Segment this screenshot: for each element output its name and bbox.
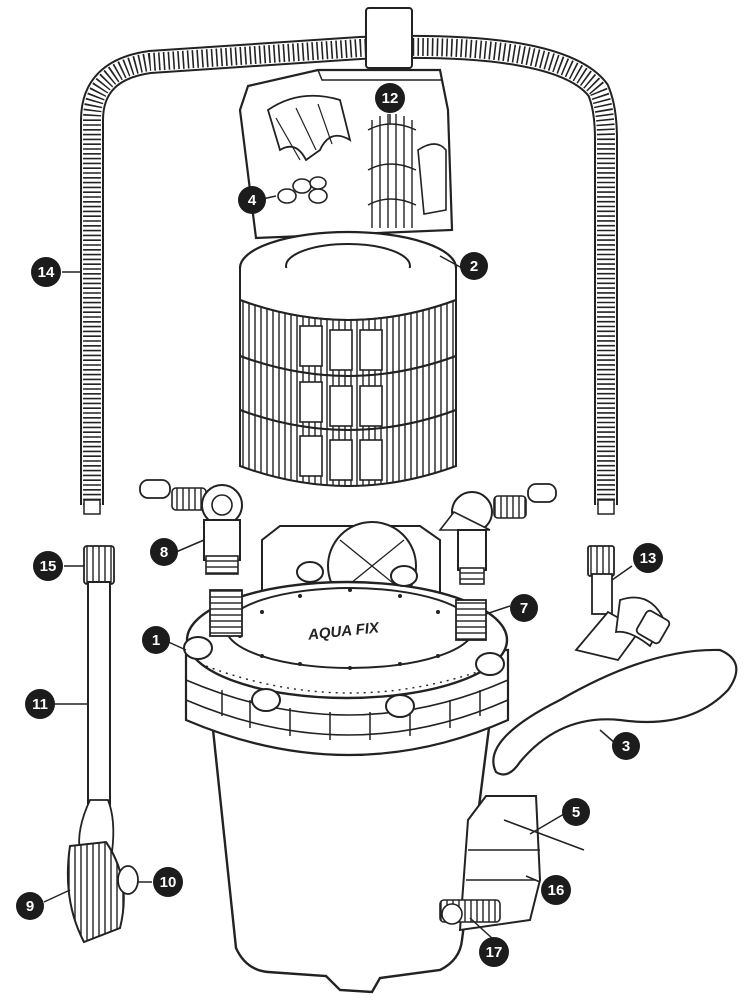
callouts: 1 2 3 4 5 7 8 9 10 11 12 13 14 15 16 17 bbox=[16, 83, 663, 967]
svg-text:5: 5 bbox=[572, 804, 580, 821]
svg-text:10: 10 bbox=[160, 874, 177, 891]
svg-text:3: 3 bbox=[622, 738, 630, 755]
svg-text:9: 9 bbox=[26, 898, 34, 915]
callout-12: 12 bbox=[375, 83, 405, 113]
media-trays bbox=[238, 230, 458, 487]
callout-5: 5 bbox=[562, 798, 590, 826]
filter-canister: AQUA FIX bbox=[183, 521, 510, 994]
callout-17: 17 bbox=[479, 937, 509, 967]
callout-13: 13 bbox=[633, 543, 663, 573]
callout-10: 10 bbox=[153, 867, 183, 897]
svg-text:11: 11 bbox=[32, 696, 48, 713]
callout-2: 2 bbox=[460, 252, 488, 280]
media-basket bbox=[238, 68, 454, 240]
callout-15: 15 bbox=[33, 551, 63, 581]
callout-16: 16 bbox=[541, 875, 571, 905]
svg-text:2: 2 bbox=[470, 258, 478, 275]
valve-left bbox=[139, 479, 243, 575]
svg-text:15: 15 bbox=[40, 558, 57, 575]
intake-pipe-top bbox=[365, 7, 413, 69]
callout-9: 9 bbox=[16, 892, 44, 920]
pump-module bbox=[439, 795, 585, 932]
callout-14: 14 bbox=[31, 257, 61, 287]
svg-text:12: 12 bbox=[382, 90, 399, 107]
svg-text:16: 16 bbox=[548, 882, 565, 899]
svg-text:1: 1 bbox=[152, 632, 160, 649]
svg-text:13: 13 bbox=[640, 550, 657, 567]
hose bbox=[80, 34, 618, 515]
intake-tube bbox=[66, 545, 139, 944]
callout-1: 1 bbox=[142, 626, 170, 654]
svg-text:7: 7 bbox=[520, 600, 528, 617]
svg-text:8: 8 bbox=[160, 544, 168, 561]
svg-text:17: 17 bbox=[486, 944, 503, 961]
callout-7: 7 bbox=[510, 594, 538, 622]
callout-3: 3 bbox=[612, 732, 640, 760]
callout-11: 11 bbox=[25, 689, 55, 719]
valve-right bbox=[438, 483, 557, 585]
o-ring-gasket bbox=[492, 648, 738, 776]
callout-8: 8 bbox=[150, 538, 178, 566]
svg-text:14: 14 bbox=[38, 264, 55, 281]
output-nozzle bbox=[574, 545, 671, 662]
svg-text:4: 4 bbox=[248, 192, 257, 209]
callout-4: 4 bbox=[238, 186, 266, 214]
